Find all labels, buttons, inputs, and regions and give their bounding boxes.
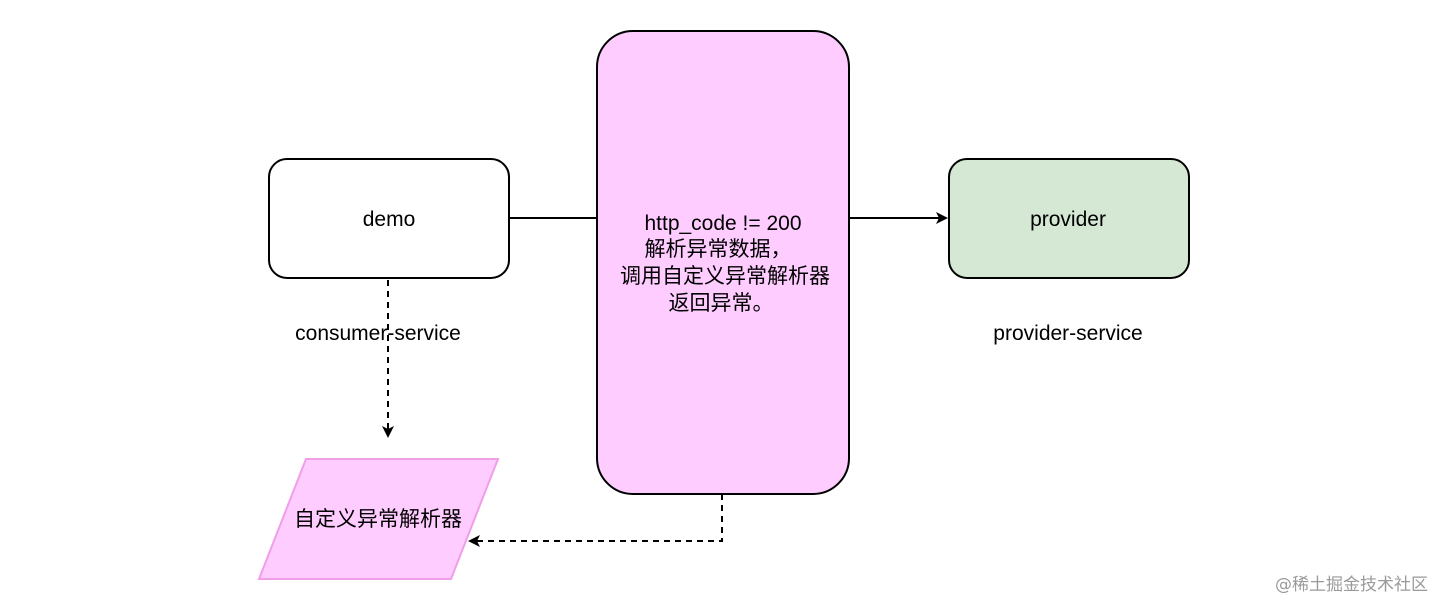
provider-node[interactable]: provider xyxy=(948,158,1190,279)
error-handling-line-2: 解析异常数据， xyxy=(645,238,792,261)
error-handling-line-1: http_code != 200 xyxy=(644,212,801,235)
error-handling-node[interactable]: http_code != 200 解析异常数据， 调用自定义异常解析器 返回异常… xyxy=(596,30,850,495)
error-handling-box xyxy=(596,30,850,495)
exception-parser-label: 自定义异常解析器 xyxy=(294,508,462,531)
provider-service-label: provider-service xyxy=(993,322,1142,345)
watermark: @稀土掘金技术社区 xyxy=(1275,575,1428,595)
dashed-arrow-middleware-to-parser xyxy=(468,494,723,547)
demo-node[interactable]: demo xyxy=(268,158,510,279)
error-handling-line-3: 调用自定义异常解析器 xyxy=(620,265,830,288)
demo-node-label: demo xyxy=(363,208,416,231)
error-handling-line-4: 返回异常。 xyxy=(669,292,774,315)
provider-node-label: provider xyxy=(1030,208,1106,231)
consumer-service-label: consumer-service xyxy=(295,322,461,345)
exception-parser-node[interactable]: 自定义异常解析器 xyxy=(257,458,500,580)
